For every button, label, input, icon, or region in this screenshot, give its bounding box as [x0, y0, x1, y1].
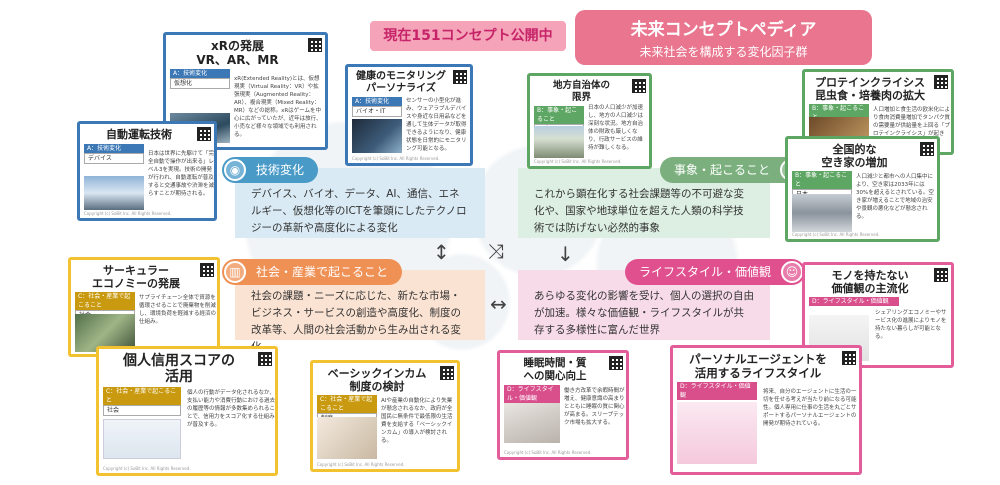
card-title: 全国的な 空き家の増加 — [821, 143, 888, 169]
quadrant-text: 社会の課題・ニーズに応じた、新たな市場・ビジネス・サービスの創造や高度化、制度の… — [251, 290, 461, 353]
card-image — [677, 402, 757, 464]
card-copyright: Copyright (c) SoBit Inc. All Rights Rese… — [792, 232, 880, 237]
card-title: xRの発展 VR、AR、MR — [196, 39, 279, 67]
card-title: プロテインクライシス 昆虫食・培養肉の拡大 — [815, 76, 925, 102]
card-description: 個人の行動がデータ化されるなか、支払い能力や消費行動における過去の履歴等の情報が… — [187, 390, 275, 428]
card-title: 個人信用スコアの 活用 — [123, 353, 235, 385]
concept-card-local-government[interactable]: 地方自治体の 限界 B：事象・起こること 日本 日本の人口減少が加速し、地方の人… — [527, 73, 652, 169]
pill-label: ライフスタイル・価値観 — [639, 265, 772, 279]
card-image — [352, 119, 402, 153]
card-image — [75, 314, 135, 352]
down-arrow-icon: ↓ — [557, 242, 574, 266]
quadrant-text: これから顕在化する社会課題等の不可避な変化や、国家や地球単位を超えた人類の科学技… — [534, 188, 744, 234]
qr-code-icon — [200, 263, 214, 277]
card-description: 日本の人口減少が加速し、地方の人口減少は深刻な状況。地方自治体の財政も厳しくなり… — [588, 105, 644, 151]
card-category: C：社会・産業で起こること — [317, 395, 377, 413]
page-subtitle: 未来社会を構成する変化因子群 — [639, 45, 808, 59]
qr-code-icon — [453, 70, 467, 84]
card-category: B：事象・起こること — [792, 171, 852, 189]
card-title: 自動運転技術 — [106, 128, 172, 141]
people-icon: ☺ — [781, 261, 804, 283]
card-description: サプライチェーン全体で資源を循環させることで廃棄物を削減し、環境負荷を軽減する経… — [139, 295, 217, 325]
building-icon: ▥ — [224, 261, 246, 283]
card-title: 睡眠時間・質 への関心向上 — [523, 357, 587, 382]
category-pill-tech: ◉ 技術変化 — [222, 157, 319, 183]
page-title: 未来コンセプトペディア — [630, 20, 817, 40]
card-title: 健康のモニタリング パーソナライズ — [356, 71, 446, 94]
pill-label: 事象・起こること — [674, 163, 771, 177]
card-copyright: Copyright (c) SoBit Inc. All Rights Rese… — [534, 159, 622, 164]
vertical-arrow-icon: ↕ — [433, 240, 450, 264]
concept-card-vacant-houses[interactable]: 全国的な 空き家の増加 B：事象・起こること 日本 人口減少と都市への人口集中に… — [785, 136, 940, 242]
card-category: D：ライフスタイル・価値観 — [809, 297, 899, 306]
pill-label: 技術変化 — [256, 163, 305, 177]
card-category: D：ライフスタイル・価値観 — [677, 382, 757, 400]
category-pill-life: ライフスタイル・価値観 ☺ — [625, 259, 806, 285]
concept-count-badge: 現在151コンセプト公開中 — [370, 21, 566, 51]
card-subcategory: デバイス — [84, 153, 144, 164]
card-image — [84, 176, 144, 210]
card-title: パーソナルエージェントを 活用するライフスタイル — [689, 352, 827, 380]
card-image — [317, 417, 377, 459]
title-box: 未来コンセプトペディア 未来社会を構成する変化因子群 — [575, 10, 872, 65]
concept-card-credit-score[interactable]: 個人信用スコアの 活用 C：社会・産業で起こること 社会 個人の行動がデータ化さ… — [96, 346, 278, 476]
card-description: 働き方改革で余暇時間が増え、健康意識の高まりとともに睡眠の質に関心が高まる。スリ… — [564, 388, 625, 426]
card-category: C：社会・産業で起こること — [103, 387, 181, 405]
card-copyright: Copyright (c) SoBit Inc. All Rights Rese… — [84, 211, 172, 216]
qr-code-icon — [609, 356, 623, 370]
card-description: xR(Extended Reality)とは、仮想現実（Virtual Real… — [234, 76, 322, 138]
concept-card-health-monitoring[interactable]: 健康のモニタリング パーソナライズ A：技術変化 バイオ・IT センサーの小型化… — [345, 64, 473, 166]
qr-code-icon — [308, 38, 322, 52]
card-category: A：技術変化 — [352, 97, 402, 106]
card-copyright: Copyright (c) SoBit Inc. All Rights Rese… — [352, 156, 440, 161]
quadrant-text: デバイス、バイオ、データ、AI、通信、エネルギー、仮想化等のICTを筆頭にしたテ… — [251, 188, 467, 234]
card-subcategory: バイオ・IT — [352, 106, 402, 117]
card-description: AIや産業の自動化により失業が懸念されるなか、政府が全国民に無条件で最低限の生活… — [381, 398, 453, 444]
card-category: A：技術変化 — [84, 144, 144, 153]
card-title: ベーシックインカム 制度の検討 — [327, 367, 427, 393]
quadrant-text: あらゆる変化の影響を受け、個人の選択の自由が加速。様々な価値観・ライフスタイルが… — [534, 290, 754, 336]
qr-code-icon — [934, 75, 948, 89]
concept-card-circular-economy[interactable]: サーキュラー エコノミーの発展 C：社会・産業で起こること 社会 サプライチェー… — [68, 257, 220, 357]
card-category: D：ライフスタイル・価値観 — [504, 385, 560, 403]
qr-code-icon — [920, 142, 934, 156]
card-description: 将来、自分のエージェントに生活の一切を任せる考えが当たり前になる可能性。個人専用… — [763, 389, 857, 427]
category-pill-event: 事象・起こること◎ — [660, 157, 805, 183]
qr-code-icon — [440, 366, 454, 380]
concept-card-personal-agent[interactable]: パーソナルエージェントを 活用するライフスタイル D：ライフスタイル・価値観 将… — [670, 345, 862, 475]
qr-code-icon — [197, 127, 211, 141]
horizontal-arrow-icon: ↔ — [490, 292, 507, 316]
card-category: B：事象・起こること — [534, 106, 584, 124]
card-title: モノを持たない 価値観の主流化 — [831, 269, 909, 295]
concept-card-sleep[interactable]: 睡眠時間・質 への関心向上 D：ライフスタイル・価値観 働き方改革で余暇時間が増… — [497, 350, 629, 460]
card-image — [534, 126, 584, 158]
concept-card-autonomous-driving[interactable]: 自動運転技術 A：技術変化 デバイス 日本は世界に先駆けて「完全自動で操作が出来… — [77, 121, 217, 221]
card-copyright: Copyright (c) SoBit Inc. All Rights Rese… — [317, 462, 405, 467]
card-subcategory: 社会 — [103, 405, 181, 416]
card-category: C：社会・産業で起こること — [75, 292, 135, 310]
card-image — [504, 403, 560, 443]
card-description: センサーの小型化が進み、ウェアラブルデバイスや身近な日用品などを通して生体データ… — [406, 98, 467, 152]
card-copyright: Copyright (c) SoBit Inc. All Rights Rese… — [103, 466, 191, 471]
card-subcategory: 仮想化 — [170, 78, 230, 89]
qr-code-icon — [258, 352, 272, 366]
category-pill-society: ▥ 社会・産業で起こること — [222, 259, 403, 285]
brain-icon: ◉ — [224, 159, 246, 181]
concept-card-minimalism[interactable]: モノを持たない 価値観の主流化 D：ライフスタイル・価値観 シェアリングエコノミ… — [802, 262, 954, 368]
card-title: サーキュラー エコノミーの発展 — [92, 264, 180, 290]
concept-card-basic-income[interactable]: ベーシックインカム 制度の検討 C：社会・産業で起こること 制度 AIや産業の自… — [310, 360, 460, 472]
qr-code-icon — [842, 351, 856, 365]
card-image — [792, 194, 852, 232]
card-image — [103, 419, 181, 459]
card-description: シェアリングエコノミーやサービス化の進展によりモノを持たない暮らしが可能となる。 — [875, 310, 947, 340]
card-title: 地方自治体の 限界 — [552, 80, 610, 103]
qr-code-icon — [934, 268, 948, 282]
card-category: A：技術変化 — [170, 69, 230, 78]
qr-code-icon — [632, 79, 646, 93]
cross-arrow-icon: ⤨ — [488, 239, 504, 263]
pill-label: 社会・産業で起こること — [256, 265, 389, 279]
card-copyright: Copyright (c) SoBit Inc. All Rights Rese… — [504, 450, 592, 455]
card-description: 人口減少と都市への人口集中により、空き家は2033年には30%を超えるとされてい… — [856, 174, 934, 220]
card-description: 日本は世界に先駆けて「完全自動で操作が出来る」レベル3を実現。技術の開発が行われ… — [148, 151, 214, 197]
